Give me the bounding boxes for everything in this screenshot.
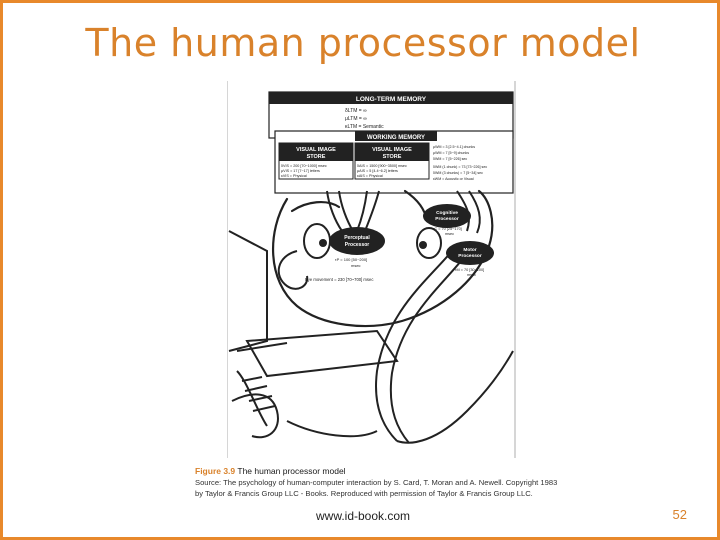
nose <box>279 251 308 289</box>
vis-store-line-3: κVIS = Physical <box>281 174 307 178</box>
aud-store-title-1: VISUAL IMAGE <box>372 147 412 153</box>
aud-store-line-1: δAIS = 1500 [900~3500] msec <box>357 164 407 168</box>
wm-line-6: κWM = Acoustic or Visual <box>433 177 474 181</box>
figure-number: Figure 3.9 <box>195 466 235 476</box>
motor-processor-bubble <box>446 241 494 265</box>
keyboard-hand-sketch <box>232 331 513 443</box>
wm-line-3: δWM = 7 [5~226] sec <box>433 157 467 161</box>
cognitive-label-1: Cognitive <box>436 210 458 216</box>
cognitive-processor-bubble <box>423 204 471 228</box>
vis-store-line-2: μVIS = 17 [7~17] letters <box>281 169 320 173</box>
perceptual-label-2: Processor <box>345 242 370 248</box>
perceptual-processor-bubble <box>329 227 385 255</box>
motor-label-2: Processor <box>458 253 482 259</box>
perceptual-label-1: Perceptual <box>344 235 370 241</box>
wm-line-2: μWM = 7 [5~9] chunks <box>433 151 469 155</box>
slide-title: The human processor model <box>3 21 720 65</box>
ltm-line-2: μLTM = ∞ <box>345 116 367 122</box>
caption-source-1: Source: The psychology of human-computer… <box>195 477 575 488</box>
ltm-line-1: δLTM = ∞ <box>345 108 367 114</box>
page-number: 52 <box>673 507 687 522</box>
motor-label-1: Motor <box>463 247 476 253</box>
ltm-header: LONG-TERM MEMORY <box>356 96 427 103</box>
wm-header: WORKING MEMORY <box>367 135 425 141</box>
footer-url[interactable]: www.id-book.com <box>3 509 720 523</box>
vis-store-title-2: STORE <box>307 154 326 160</box>
vis-store-line-1: δVIS = 200 [70~1000] msec <box>281 164 327 168</box>
left-pupil <box>319 239 327 247</box>
aud-store-line-3: κAIS = Physical <box>357 174 383 178</box>
motor-value-1: τM = 70 [30~100] <box>455 268 484 272</box>
cognitive-label-2: Processor <box>435 216 459 222</box>
caption-source-2: by Taylor & Francis Group LLC - Books. R… <box>195 488 575 499</box>
right-pupil <box>419 241 427 249</box>
cognitive-value-1: τC = 70 [25~170] <box>433 227 462 231</box>
caption-title-line: Figure 3.9 The human processor model <box>195 466 575 477</box>
wm-line-5: δWM (3 chunks) = 7 [5~34] sec <box>433 171 483 175</box>
perceptual-value-2: msec <box>351 263 361 268</box>
eye-movement-label: Eye movement = 230 [70~700] msec <box>305 277 373 282</box>
aud-store-line-2: μAIS = 5 [4.4~6.2] letters <box>357 169 398 173</box>
monitor-sketch <box>229 231 287 351</box>
figure-title: The human processor model <box>237 466 345 476</box>
wm-line-4: δWM (1 chunk) = 73 [73~226] sec <box>433 165 487 169</box>
figure-caption: Figure 3.9 The human processor model Sou… <box>195 466 575 499</box>
perceptual-value-1: τP = 100 [50~200] <box>335 257 367 262</box>
vis-store-title-1: VISUAL IMAGE <box>296 147 336 153</box>
ltm-line-3: κLTM = Semantic <box>345 124 384 130</box>
human-processor-figure: LONG-TERM MEMORY δLTM = ∞ μLTM = ∞ κLTM … <box>227 81 517 458</box>
aud-store-title-2: STORE <box>383 154 402 160</box>
cognitive-value-2: msec <box>445 232 454 236</box>
motor-value-2: msec <box>467 273 476 277</box>
wm-line-1: μWM = 3 [2.5~4.1] chunks <box>433 145 475 149</box>
